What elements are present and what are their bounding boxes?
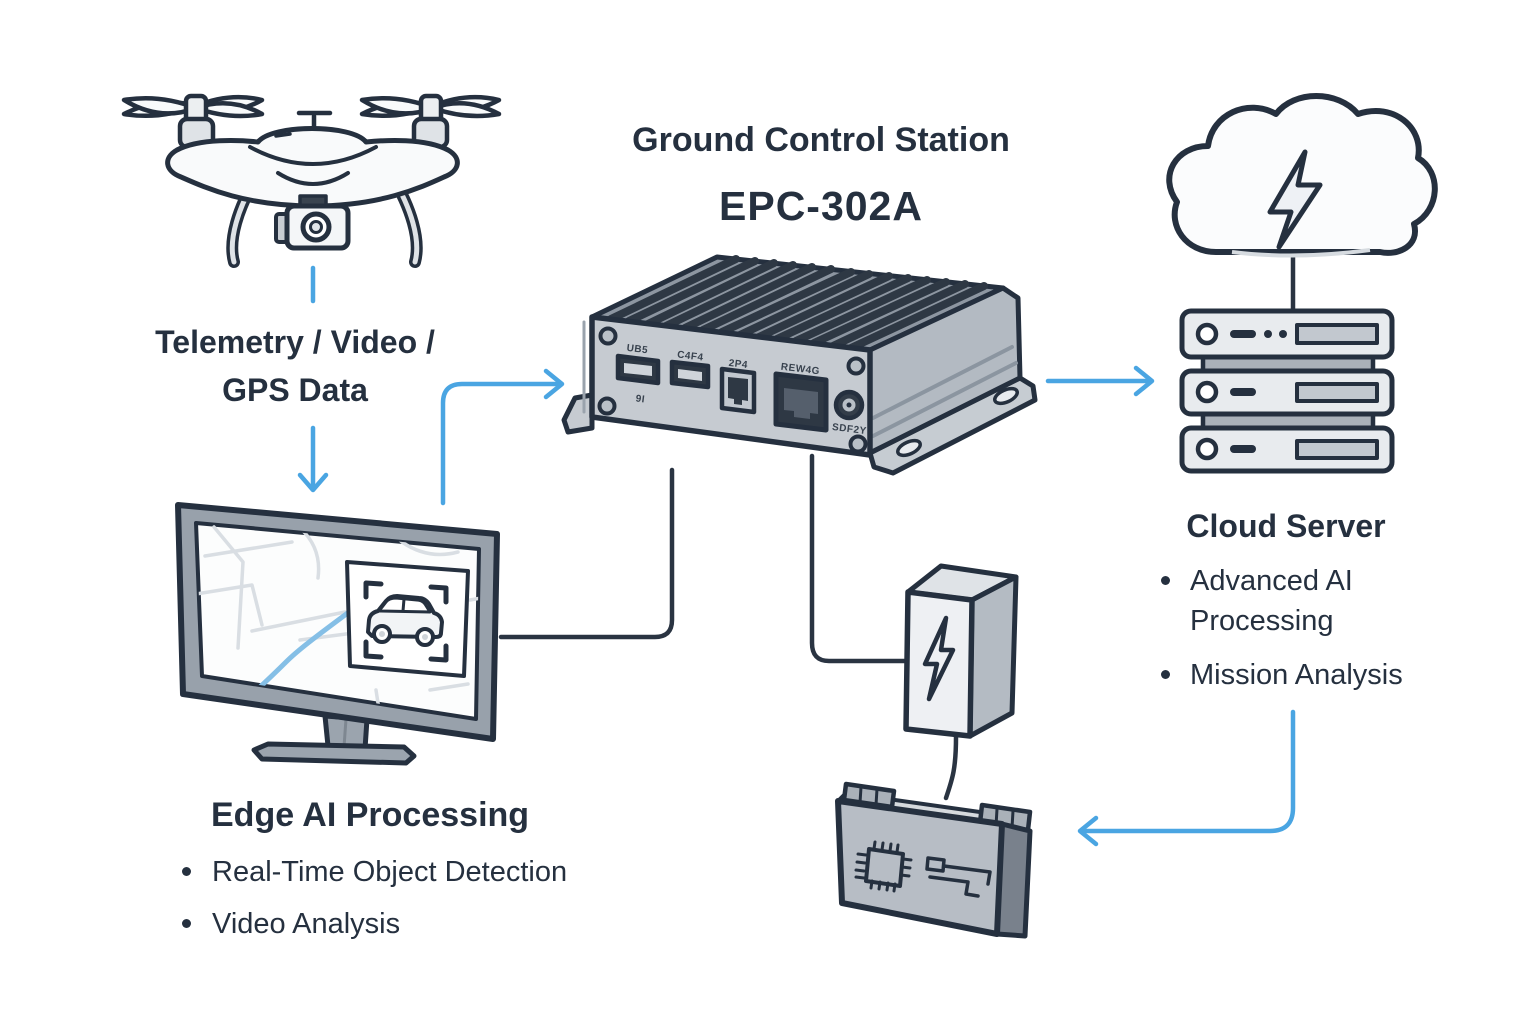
gcs-flange-left [561, 392, 595, 435]
telemetry-label: Telemetry / Video / GPS Data [115, 318, 475, 414]
detection-frame-icon [363, 580, 449, 663]
list-item: Advanced AI Processing [1161, 561, 1431, 641]
port-label-lan2: REW4G [780, 362, 820, 378]
lan-port-large-icon [773, 371, 829, 433]
port-label-hdmi: C4F4 [677, 349, 705, 363]
car-icon [366, 594, 444, 647]
arrow-cloud-to-module [1077, 709, 1296, 847]
gcs-title: Ground Control Station [632, 121, 1010, 159]
monitor-stand-base [251, 741, 417, 766]
cloud-icon [1166, 93, 1438, 258]
detection-panel [345, 560, 470, 678]
cable-power-to-module [943, 734, 959, 801]
port-label-lan1: 2P4 [728, 358, 748, 371]
arrow-gcs-to-cloud [1045, 365, 1155, 397]
edge-bullet-1: Real-Time Object Detection [212, 856, 568, 888]
lan-port-small-icon [719, 366, 757, 415]
power-bolt-icon [922, 615, 956, 702]
bullet-dot [1161, 576, 1170, 585]
cloud-bullet-2: Mission Analysis [1190, 659, 1403, 691]
telemetry-label-line1: Telemetry / Video / [155, 324, 435, 360]
power-jack-icon [833, 389, 865, 421]
cable-gcs-to-power [809, 453, 909, 664]
cloud-bullet-1: Advanced AI Processing [1190, 565, 1353, 637]
edge-title: Edge AI Processing [211, 796, 530, 834]
power-adapter-icon [903, 563, 1019, 739]
gcs-flange-right [867, 375, 1038, 476]
chip-icon [854, 840, 913, 893]
usb-port-icon [615, 353, 661, 386]
list-item: Video Analysis [182, 904, 662, 944]
cable-gcs-to-monitor [498, 467, 675, 640]
bullet-dot [182, 919, 191, 928]
port-label-usb: UB5 [626, 343, 649, 357]
gcs-model: EPC-302A [719, 183, 923, 229]
edge-module-icon [835, 781, 1033, 939]
monitor-icon [175, 502, 500, 766]
gcs-box-icon: UB5 9I C4F4 2P4 REW4G SDF2Y [561, 254, 1038, 476]
cloud-bullet-list: Advanced AI Processing Mission Analysis [1161, 561, 1431, 695]
gcs-screws [597, 326, 868, 454]
drone-camera-icon [274, 194, 351, 251]
edge-bullet-list: Real-Time Object Detection Video Analysi… [182, 852, 662, 944]
drone-body-icon [165, 126, 460, 209]
drone-propellers-icon [121, 94, 502, 119]
port-label-usb-sub: 9I [635, 393, 646, 405]
circuit-trace-icon [925, 856, 992, 898]
list-item: Mission Analysis [1161, 655, 1431, 695]
bullet-dot [182, 867, 191, 876]
lightning-icon [1267, 149, 1323, 250]
map-graphic [196, 525, 479, 718]
drone-icon [121, 93, 502, 268]
arrow-label-to-monitor [297, 425, 329, 493]
server-rack-icon [1179, 308, 1395, 474]
map-route-line [254, 609, 352, 693]
port-label-power: SDF2Y [831, 422, 867, 437]
bullet-dot [1161, 670, 1170, 679]
edge-bullet-2: Video Analysis [212, 908, 401, 940]
telemetry-label-line2: GPS Data [222, 372, 368, 408]
gcs-heatsink-icon [589, 254, 1006, 353]
arrow-monitor-to-gcs [440, 368, 565, 506]
cloud-title: Cloud Server [1186, 508, 1386, 544]
list-item: Real-Time Object Detection [182, 852, 662, 892]
usb2-port-icon [669, 359, 711, 390]
